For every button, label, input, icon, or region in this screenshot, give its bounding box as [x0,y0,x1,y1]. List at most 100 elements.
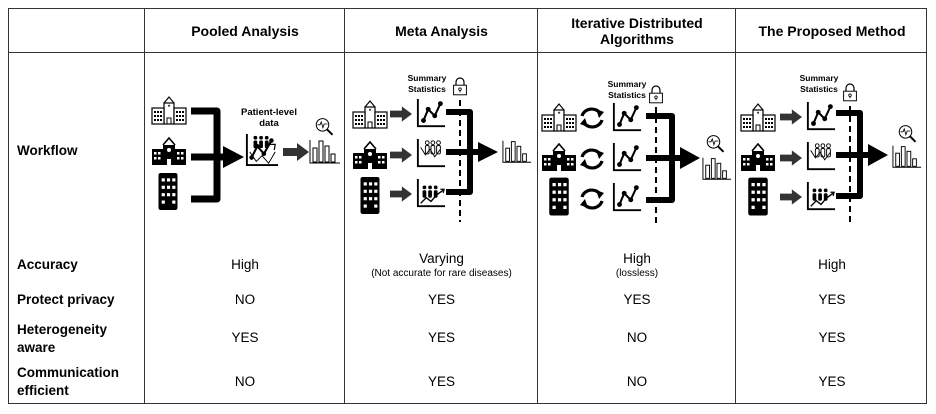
people-chart-icon [806,141,836,171]
proposed-privacy: YES [818,292,846,307]
cycle-arrows-icon [578,107,606,129]
iterative-privacy: YES [623,292,651,307]
merge-arrow-icon [478,142,498,162]
clinic-icon [352,141,388,170]
clinic-icon [151,137,187,166]
header-text-line1: Iterative Distributed [571,15,703,31]
merge-connector [191,107,221,203]
summary-statistics-label: Summary [608,79,647,89]
line-chart-icon [612,182,642,212]
merge-connector [646,113,675,203]
label-line1: Communication [17,365,120,380]
people-trend-chart-icon [806,181,836,211]
header-text: Pooled Analysis [191,23,299,39]
office-building-icon [158,173,178,210]
row-label-communication-efficient: Communication efficient [17,364,119,400]
people-trend-chart-icon [416,178,446,208]
arrow-right-icon [390,186,412,202]
header-iterative-distributed-algorithms: Iterative Distributed Algorithms [538,9,736,53]
header-proposed-method: The Proposed Method [736,9,928,53]
lock-icon [648,85,664,104]
hospital-icon [740,103,776,132]
magnifier-icon [706,134,725,153]
summary-statistics-label-line2: Statistics [408,84,446,94]
meta-privacy: YES [427,292,455,307]
proposed-heterogeneity: YES [818,330,846,345]
label-line2: aware [17,340,56,355]
column-divider [735,9,736,403]
merge-connector [836,110,863,199]
accuracy-note: (Not accurate for rare diseases) [371,268,512,279]
office-building-icon [360,177,380,214]
column-divider [344,9,345,403]
pooled-accuracy: High [231,257,259,272]
meta-heterogeneity: YES [427,330,455,345]
summary-statistics-label: Summary [800,73,839,83]
summary-statistics-label-line2: Statistics [800,84,838,94]
header-text-line2: Algorithms [600,31,674,47]
arrow-right-icon [780,109,802,125]
iterative-accuracy: High (lossless) [538,251,736,280]
bar-chart-icon [309,139,341,164]
meta-communication: YES [427,374,455,389]
cycle-arrows-icon [578,148,606,170]
row-label-heterogeneity-aware: Heterogeneity aware [17,321,107,357]
row-label-accuracy: Accuracy [17,257,78,272]
clinic-icon [740,143,776,172]
hospital-icon [352,100,388,129]
magnifier-icon [315,117,334,136]
column-divider [537,9,538,403]
arrow-right-icon [780,150,802,166]
arrow-right-icon [390,147,412,163]
label-line2: efficient [17,383,69,398]
lock-icon [452,77,468,96]
office-building-icon [549,177,569,216]
summary-statistics-label: Summary [408,73,447,83]
line-chart-icon [416,98,446,128]
iterative-heterogeneity: NO [626,330,648,345]
iterative-communication: NO [626,374,648,389]
comparison-table: Pooled Analysis Meta Analysis Iterative … [8,8,927,404]
merge-arrow-icon [223,146,244,168]
pooled-communication: NO [234,374,256,389]
iterative-workflow-diagram: Summary Statistics [541,79,732,224]
office-building-icon [748,177,768,216]
bar-chart-icon [502,140,532,163]
proposed-communication: YES [818,374,846,389]
cycle-arrows-icon [578,188,606,210]
line-chart-icon [806,101,836,131]
people-chart-icon [416,138,446,168]
arrow-right-icon [283,143,309,161]
patient-data-chart-icon [245,132,279,167]
accuracy-note: (lossless) [615,268,659,279]
proposed-accuracy: High [818,257,846,272]
meta-accuracy: Varying (Not accurate for rare diseases) [345,251,538,280]
hospital-icon [541,103,577,132]
column-divider [144,9,145,403]
magnifier-icon [898,124,917,143]
label-line1: Heterogeneity [17,322,108,337]
row-label-protect-privacy: Protect privacy [17,292,115,307]
patient-level-data-label: Patient-level [241,107,297,118]
header-divider [9,52,926,53]
merge-arrow-icon [680,147,700,169]
clinic-icon [541,143,577,172]
pooled-workflow-diagram: Patient-level data [151,96,341,210]
header-text: The Proposed Method [758,23,906,39]
merge-arrow-icon [868,144,888,166]
header-meta-analysis: Meta Analysis [345,9,538,53]
hospital-icon [151,96,187,125]
arrow-right-icon [390,106,412,122]
pooled-privacy: NO [234,292,256,307]
bar-chart-icon [702,157,732,180]
pooled-heterogeneity: YES [231,330,259,345]
proposed-workflow-diagram: Summary Statistics [740,73,922,224]
bar-chart-icon [892,145,922,168]
arrow-right-icon [780,189,802,205]
header-text: Meta Analysis [395,23,488,39]
accuracy-value: High [623,251,651,266]
header-pooled-analysis: Pooled Analysis [145,9,345,53]
line-chart-icon [612,142,642,172]
accuracy-value: Varying [419,251,464,266]
merge-connector [446,109,473,195]
